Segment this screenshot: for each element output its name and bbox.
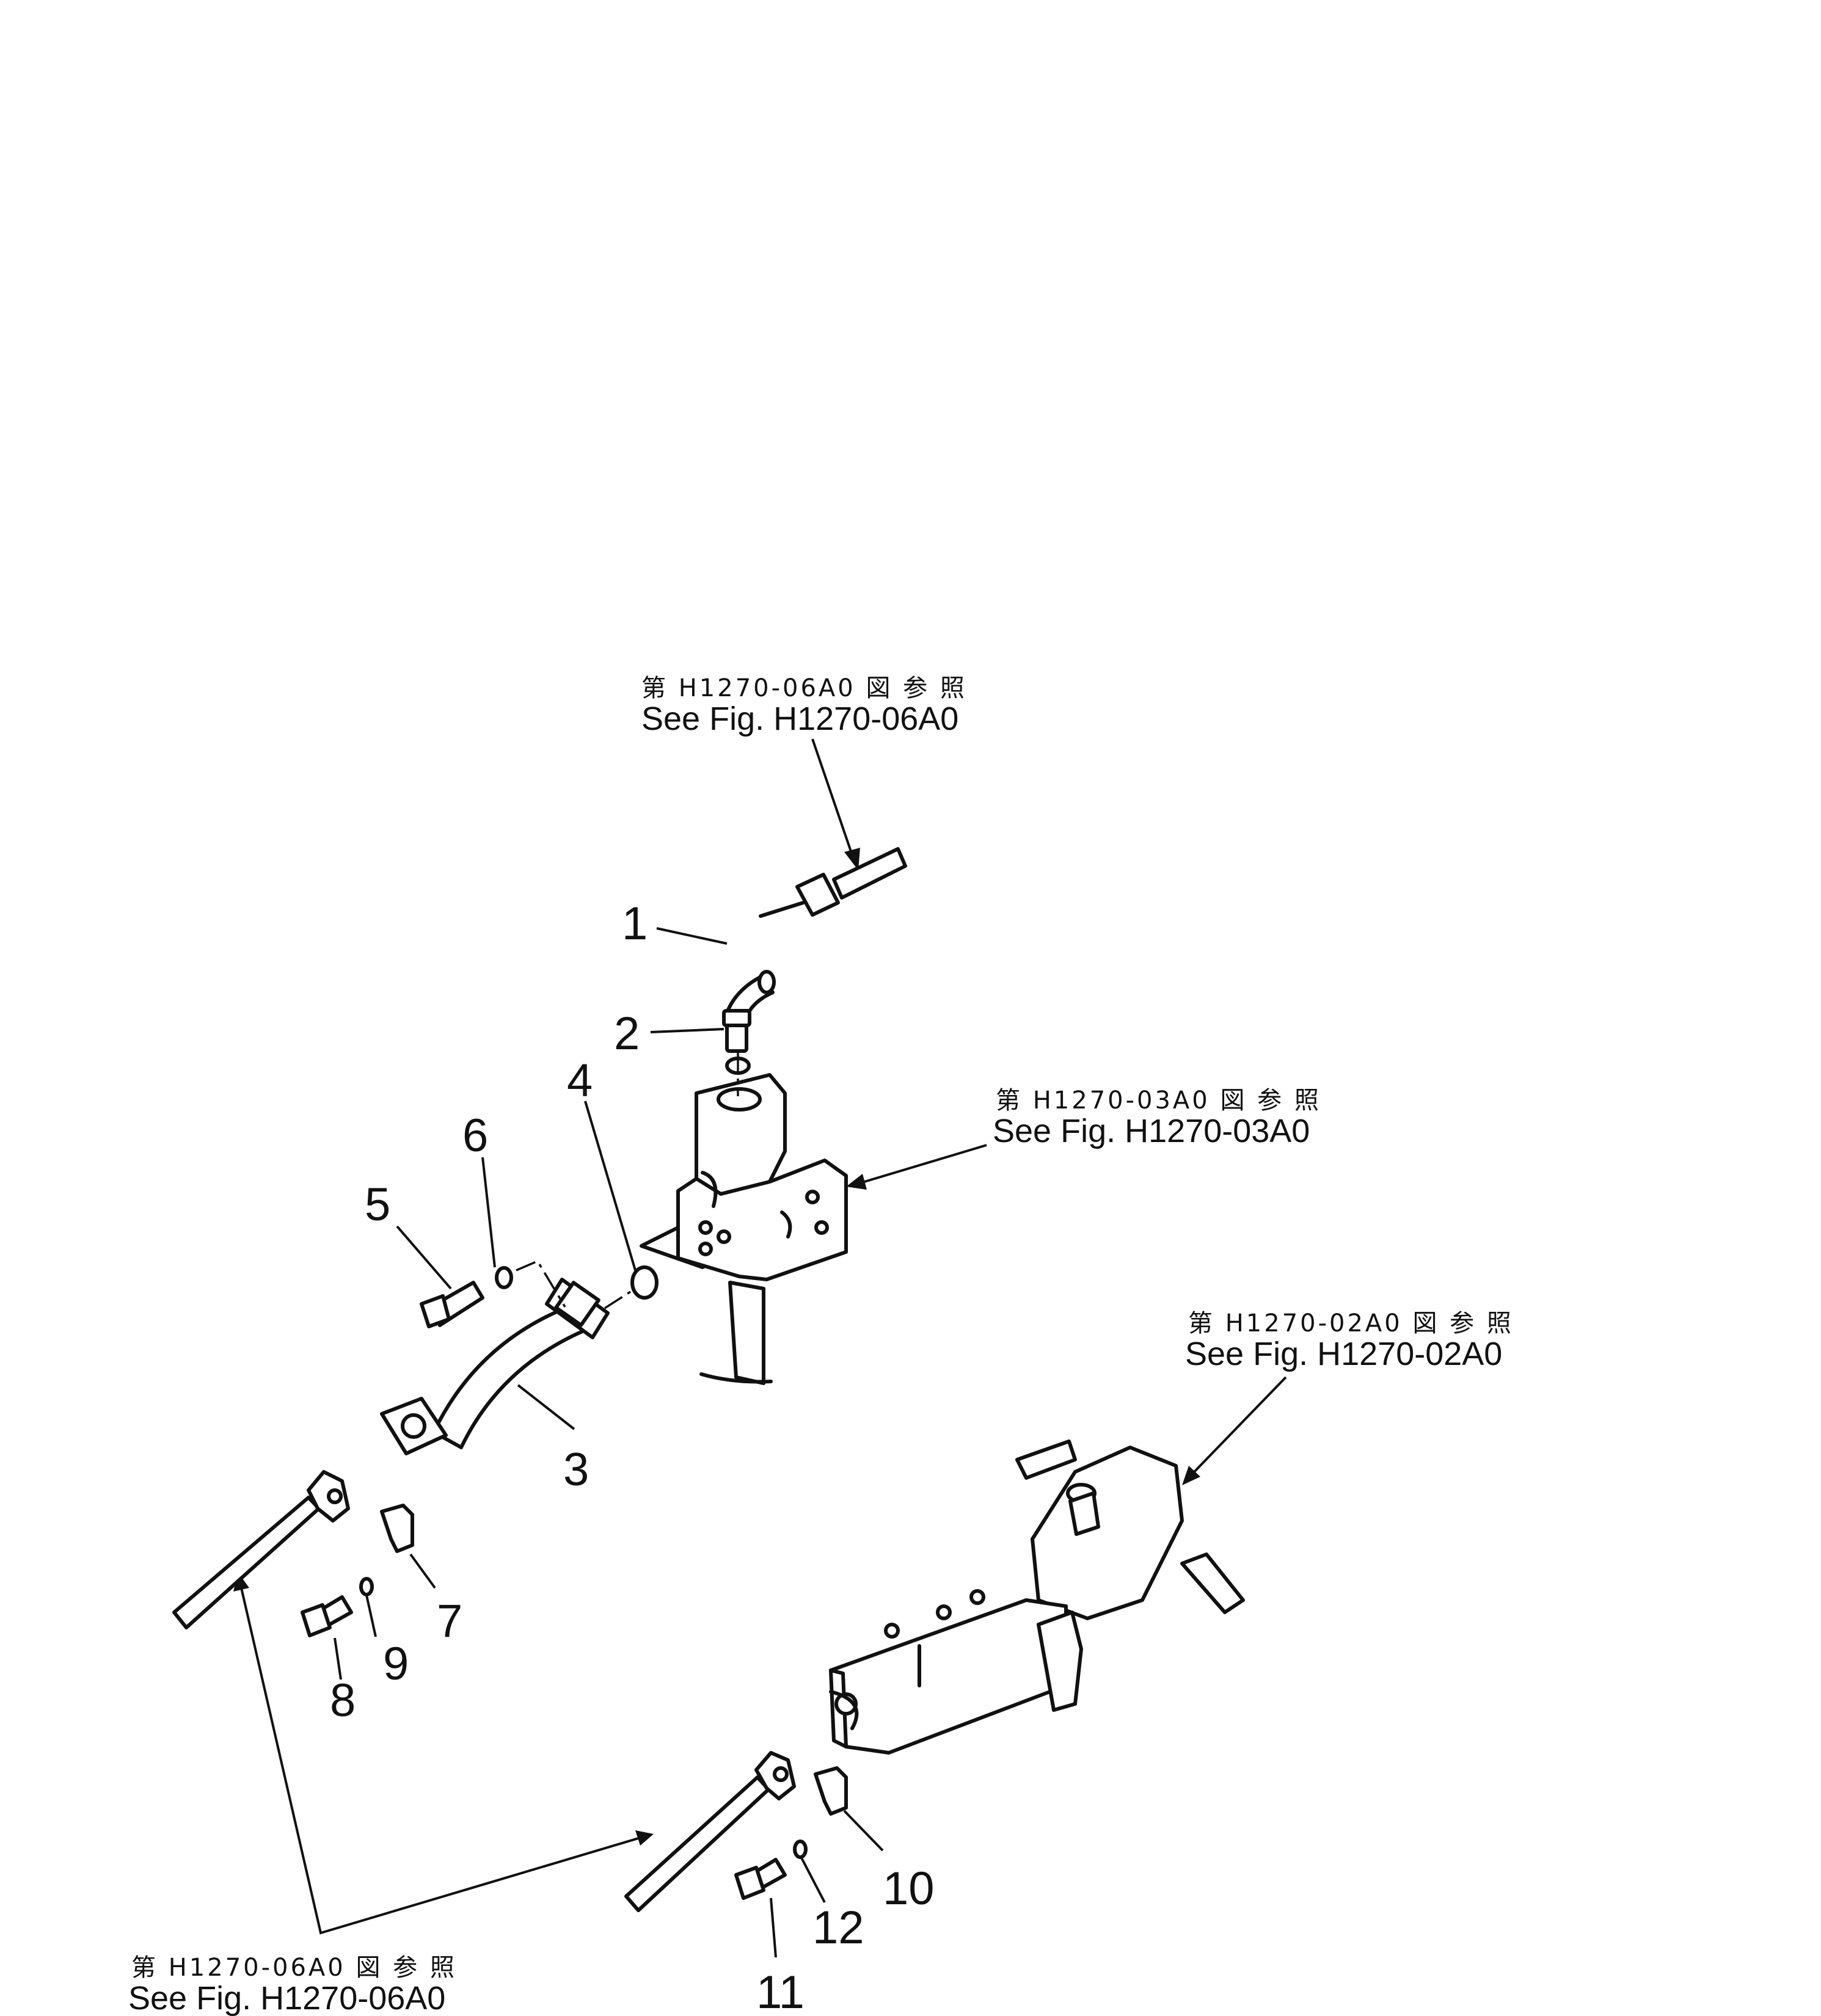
valve-block xyxy=(640,1073,848,1385)
reference-label-top: 第 H1270-06A0 図 参 照 See Fig. H1270-06A0 xyxy=(641,674,967,737)
callout-3: 3 xyxy=(563,1444,589,1496)
callout-6: 6 xyxy=(462,1110,488,1162)
o-ring-4 xyxy=(630,1265,659,1300)
reference-jp: 第 H1270-06A0 図 参 照 xyxy=(131,1954,457,1982)
reference-jp: 第 H1270-02A0 図 参 照 xyxy=(1188,1309,1514,1337)
clamp-10 xyxy=(814,1766,848,1816)
callout-11: 11 xyxy=(756,1967,805,2016)
reference-jp: 第 H1270-03A0 図 参 照 xyxy=(996,1086,1321,1115)
callout-12: 12 xyxy=(812,1902,864,1954)
washer-12 xyxy=(793,1840,808,1859)
bolt-5 xyxy=(420,1281,484,1328)
elbow-fitting xyxy=(722,970,776,1053)
callout-2: 2 xyxy=(614,1008,640,1060)
callout-7: 7 xyxy=(437,1595,462,1647)
centerline-tube xyxy=(604,1287,636,1309)
callout-4: 4 xyxy=(567,1055,593,1107)
reference-label-valve: 第 H1270-03A0 図 参 照 See Fig. H1270-03A0 xyxy=(993,1086,1321,1149)
hose-end-bottom xyxy=(624,1751,796,1912)
bolt-11 xyxy=(734,1858,787,1900)
reference-arrow-bottom xyxy=(233,1573,654,1935)
reference-jp: 第 H1270-06A0 図 参 照 xyxy=(641,674,967,702)
clamp-7 xyxy=(380,1504,414,1553)
reference-label-right: 第 H1270-02A0 図 参 照 See Fig. H1270-02A0 xyxy=(1185,1309,1514,1372)
reference-arrow-right xyxy=(1182,1376,1287,1485)
bolt-8 xyxy=(301,1595,353,1637)
callout-9: 9 xyxy=(383,1638,409,1690)
callout-5: 5 xyxy=(365,1179,390,1231)
reference-label-bottom: 第 H1270-06A0 図 参 照 See Fig. H1270-06A0 xyxy=(128,1954,457,2016)
callout-10: 10 xyxy=(883,1863,935,1915)
tube-3 xyxy=(380,1278,610,1455)
centerline-bolt xyxy=(516,1259,566,1308)
hose-end-left xyxy=(172,1470,350,1629)
callout-1: 1 xyxy=(622,898,648,950)
reference-en: See Fig. H1270-02A0 xyxy=(1185,1336,1502,1372)
reference-en: See Fig. H1270-06A0 xyxy=(128,1980,445,2016)
callout-8: 8 xyxy=(330,1675,356,1727)
callout-leaders xyxy=(334,927,884,1958)
hose-end-top xyxy=(759,847,907,918)
bracket-assembly xyxy=(829,1439,1245,1755)
reference-arrow-valve xyxy=(846,1144,987,1190)
reference-arrow-top xyxy=(811,738,860,870)
washer-6 xyxy=(495,1266,513,1289)
reference-en: See Fig. H1270-03A0 xyxy=(993,1113,1310,1149)
reference-en: See Fig. H1270-06A0 xyxy=(641,701,958,737)
washer-9 xyxy=(359,1577,374,1596)
callouts: 1 2 3 4 5 6 7 8 9 10 11 12 xyxy=(330,898,935,2016)
